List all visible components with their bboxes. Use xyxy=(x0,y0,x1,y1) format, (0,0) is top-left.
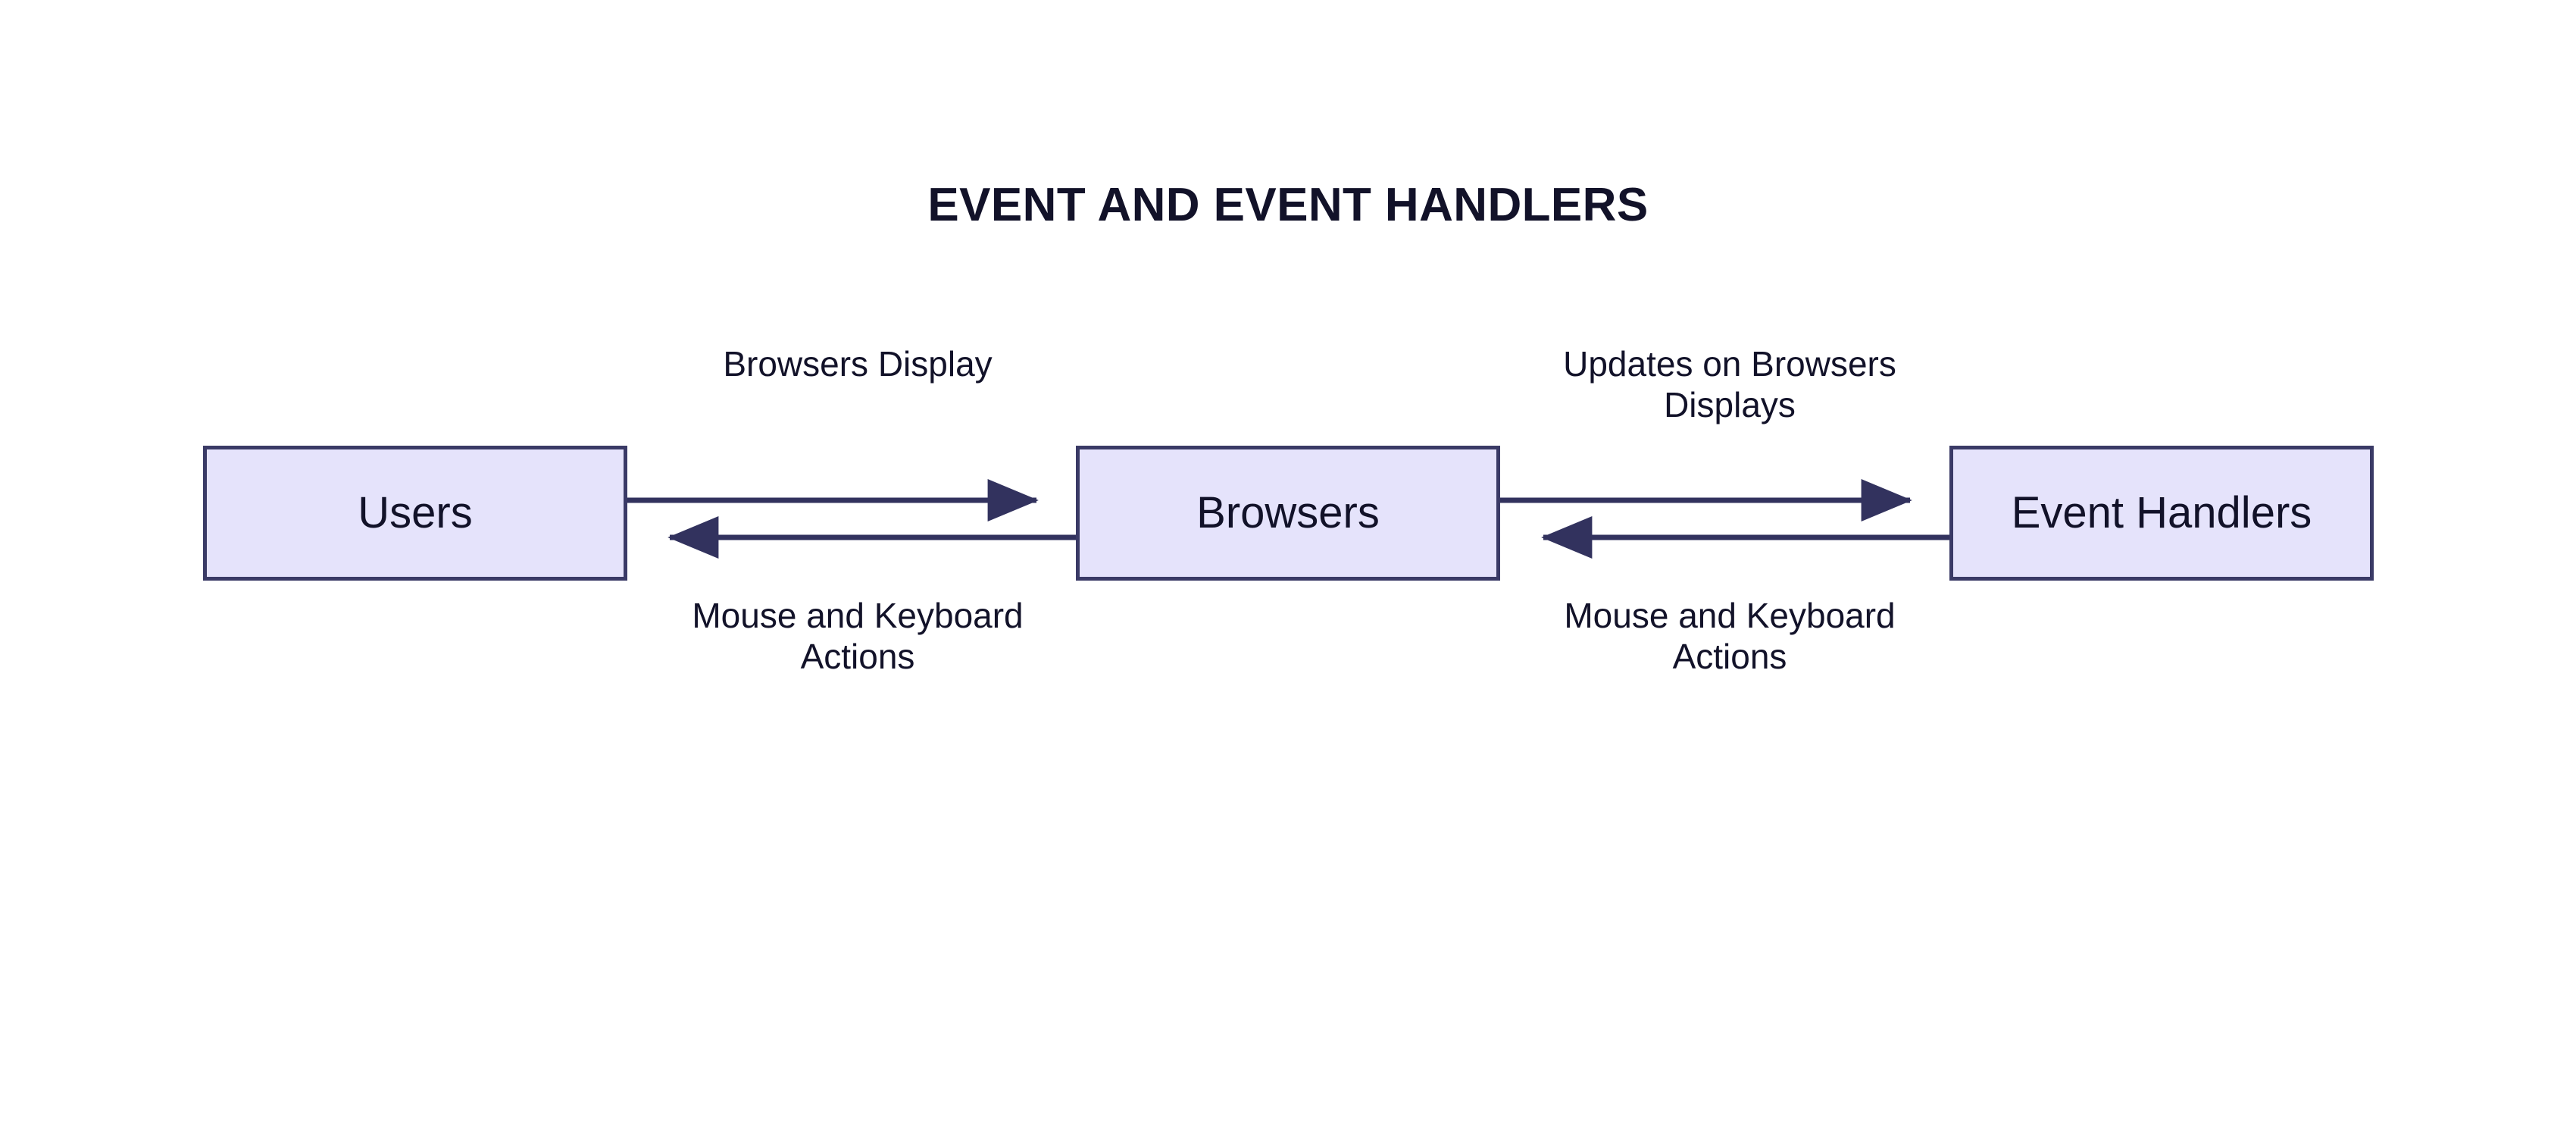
node-event-handlers-label: Event Handlers xyxy=(2011,488,2312,537)
edge-label-right-actions-line2: Actions xyxy=(1672,636,1787,676)
edge-label-browsers-display: Browsers Display xyxy=(630,344,1085,385)
edge-label-updates-on-browsers-displays: Updates on Browsers Displays xyxy=(1502,344,1957,426)
page-title: EVENT AND EVENT HANDLERS xyxy=(927,179,1649,231)
edge-label-right-mouse-keyboard-actions: Mouse and Keyboard Actions xyxy=(1502,596,1957,678)
edge-label-updates-line1: Updates on Browsers xyxy=(1563,344,1896,384)
node-event-handlers[interactable]: Event Handlers xyxy=(1949,446,2374,581)
edge-label-right-actions-line1: Mouse and Keyboard xyxy=(1564,596,1896,635)
node-browsers-label: Browsers xyxy=(1196,488,1380,537)
edge-label-left-actions-line1: Mouse and Keyboard xyxy=(692,596,1024,635)
edge-label-updates-line2: Displays xyxy=(1664,384,1796,424)
edge-label-left-mouse-keyboard-actions: Mouse and Keyboard Actions xyxy=(630,596,1085,678)
edge-label-browsers-display-line1: Browsers Display xyxy=(723,344,993,384)
node-browsers[interactable]: Browsers xyxy=(1076,446,1500,581)
edge-label-left-actions-line2: Actions xyxy=(800,636,915,676)
node-users[interactable]: Users xyxy=(203,446,627,581)
node-users-label: Users xyxy=(358,488,473,537)
